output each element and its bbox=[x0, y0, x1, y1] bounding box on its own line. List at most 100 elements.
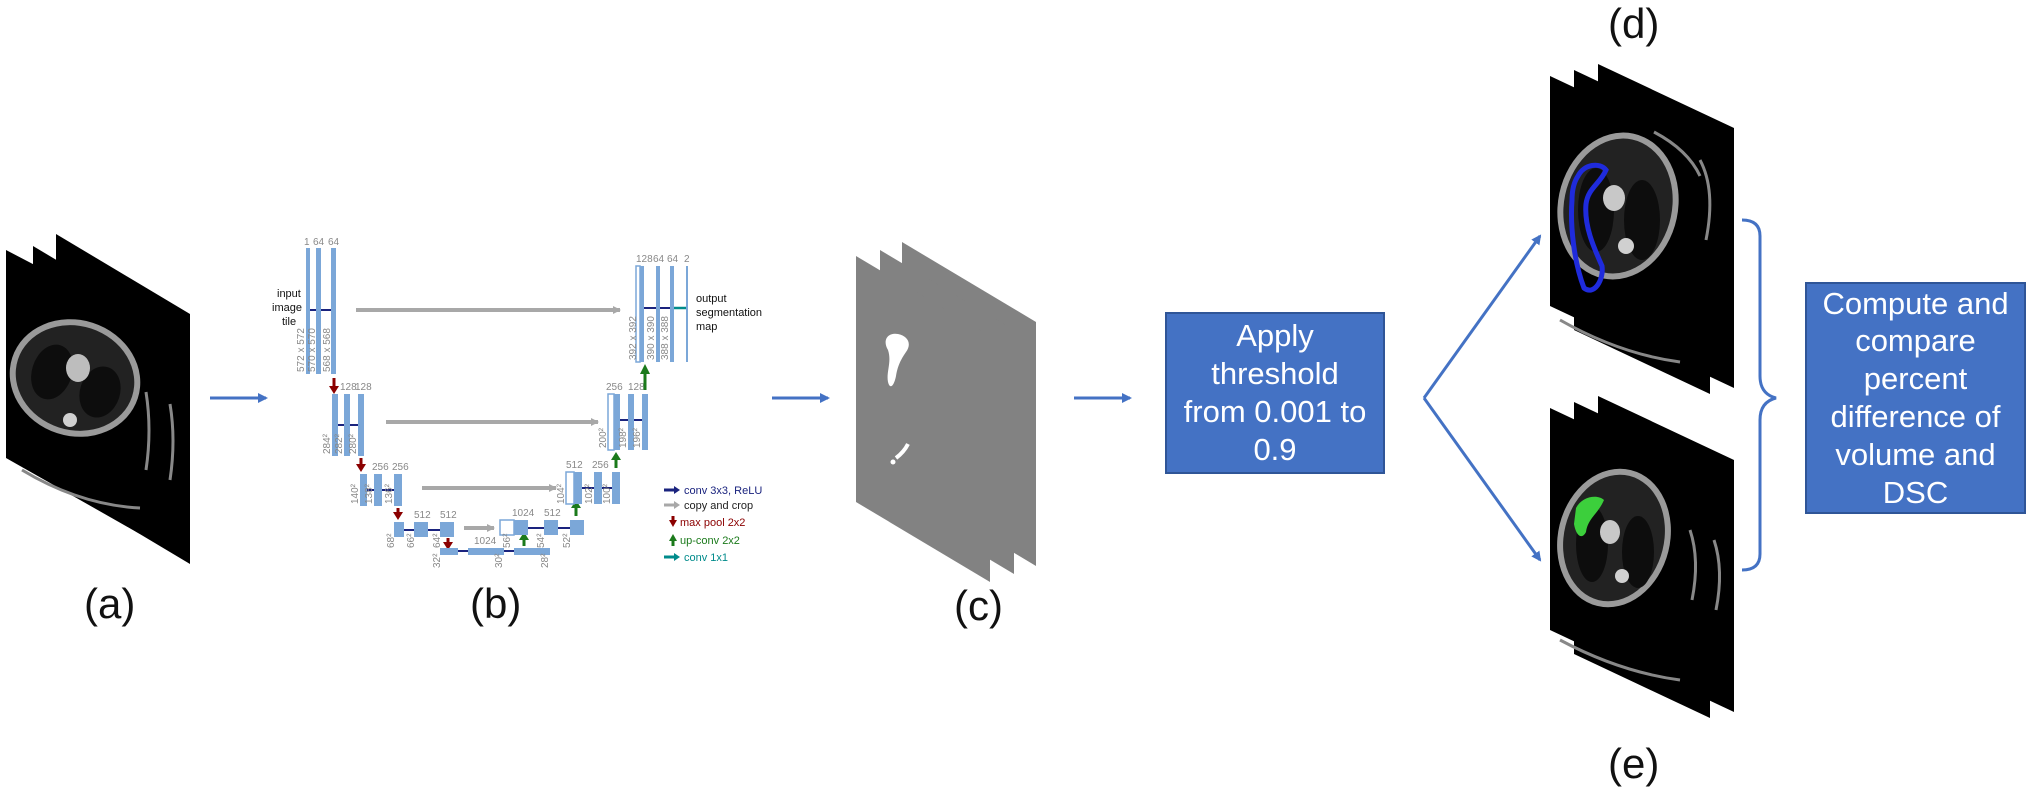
segmentation-stack-d bbox=[1550, 64, 1734, 394]
unet-dec4-bar2 bbox=[544, 520, 558, 535]
unet-size-200: 200² bbox=[598, 427, 609, 448]
unet-size-32: 32² bbox=[432, 553, 443, 568]
unet-ch-256b: 256 bbox=[392, 462, 409, 473]
unet-size-568: 568 x 568 bbox=[322, 328, 333, 372]
label-a: (a) bbox=[84, 580, 136, 627]
unet-ch-1024b: 1024 bbox=[512, 508, 535, 519]
unet-size-30: 30² bbox=[494, 553, 505, 568]
threshold-line-3: from 0.001 to bbox=[1183, 394, 1367, 429]
compute-line-2: compare bbox=[1855, 323, 1976, 359]
unet-ch-128d: 128 bbox=[636, 254, 653, 265]
unet-size-66: 66² bbox=[406, 533, 417, 548]
unet-input-label-1: input bbox=[277, 288, 301, 300]
compute-line-3: percent bbox=[1863, 361, 1968, 397]
unet-dec3-up bbox=[574, 472, 582, 504]
ct-body-a bbox=[9, 319, 141, 510]
legend-copy-label: copy and crop bbox=[684, 500, 753, 512]
unet-size-282: 282² bbox=[334, 433, 345, 454]
unet-size-56: 56² bbox=[502, 533, 513, 548]
legend-item-conv: conv 3x3, ReLU bbox=[664, 485, 762, 497]
unet-enc2-bar1 bbox=[332, 394, 338, 456]
compute-line-1: Compute and bbox=[1822, 285, 2009, 321]
unet-size-196: 196² bbox=[632, 427, 643, 448]
unet-size-388: 388 x 388 bbox=[660, 316, 671, 360]
unet-ch-512b: 512 bbox=[440, 510, 457, 521]
unet-enc3-bar3 bbox=[394, 474, 402, 506]
unet-output-label-3: map bbox=[696, 321, 717, 333]
label-d: (d) bbox=[1608, 0, 1660, 47]
unet-enc4-bar3 bbox=[440, 522, 454, 537]
legend-item-conv1x1: conv 1x1 bbox=[664, 552, 728, 564]
unet-size-140: 140² bbox=[350, 483, 361, 504]
unet-bottleneck-bar1 bbox=[440, 548, 458, 555]
unet-enc2-bar3 bbox=[358, 394, 364, 456]
unet-enc2-bar2 bbox=[344, 394, 350, 456]
unet-ch-128a: 128 bbox=[340, 382, 357, 393]
unet-dec1-bar3 bbox=[670, 266, 674, 362]
unet-diagram: input image tile 1 64 64 572 x 572 570 x… bbox=[272, 237, 762, 568]
unet-size-68: 68² bbox=[386, 533, 397, 548]
unet-size-100: 100² bbox=[602, 483, 613, 504]
compute-line-4: difference of bbox=[1830, 399, 2001, 434]
legend-item-upconv: up-conv 2x2 bbox=[669, 534, 740, 547]
unet-size-392: 392 x 392 bbox=[628, 316, 639, 360]
probability-map-stack bbox=[856, 242, 1036, 582]
compute-line-5: volume and bbox=[1835, 436, 1996, 472]
unet-ch-256a: 256 bbox=[372, 462, 389, 473]
legend-maxpool-label: max pool 2x2 bbox=[680, 517, 745, 529]
compute-line-6: DSC bbox=[1882, 474, 1949, 510]
unet-dec3-copy bbox=[565, 471, 575, 505]
segmentation-stack-e bbox=[1550, 396, 1734, 718]
unet-ch-256c: 256 bbox=[592, 460, 609, 471]
legend-item-maxpool: max pool 2x2 bbox=[669, 516, 745, 529]
unet-ch-64b: 64 bbox=[328, 237, 340, 248]
label-b: (b) bbox=[470, 580, 522, 627]
curly-brace bbox=[1741, 218, 1777, 572]
legend-item-copy: copy and crop bbox=[664, 500, 753, 512]
unet-enc1-bar3 bbox=[331, 248, 336, 374]
unet-enc4-bar1 bbox=[394, 522, 404, 537]
unet-size-280: 280² bbox=[348, 433, 359, 454]
prob-map-blob bbox=[885, 333, 909, 387]
unet-size-136: 136² bbox=[384, 483, 395, 504]
unet-ch-64d: 64 bbox=[667, 254, 679, 265]
unet-bottleneck-bar3 bbox=[514, 548, 550, 555]
unet-enc3-bar2 bbox=[374, 474, 382, 506]
unet-size-570: 570 x 570 bbox=[307, 328, 318, 372]
legend-conv-label: conv 3x3, ReLU bbox=[684, 485, 762, 497]
unet-ch-1: 1 bbox=[304, 237, 310, 248]
unet-enc1-bar1 bbox=[306, 248, 310, 374]
compute-box: Compute and compare percent difference o… bbox=[1805, 282, 2026, 514]
unet-enc4-bar2 bbox=[414, 522, 428, 537]
unet-dec2-bar3 bbox=[642, 394, 648, 450]
threshold-line-2: threshold bbox=[1211, 356, 1339, 392]
label-e: (e) bbox=[1608, 740, 1660, 787]
unet-ch-128c: 128 bbox=[628, 382, 645, 393]
unet-size-54: 54² bbox=[536, 533, 547, 548]
unet-input-label-3: tile bbox=[282, 316, 296, 328]
unet-size-572: 572 x 572 bbox=[296, 328, 307, 372]
unet-dec2-bar2 bbox=[628, 394, 634, 450]
unet-legend: conv 3x3, ReLU copy and crop max pool 2x… bbox=[664, 485, 762, 564]
seg-e-green-region bbox=[1574, 496, 1604, 537]
unet-dec4-bar3 bbox=[570, 520, 584, 535]
unet-dec4-copy bbox=[499, 519, 515, 536]
threshold-box: Apply threshold from 0.001 to 0.9 bbox=[1165, 312, 1385, 474]
unet-ch-512d: 512 bbox=[566, 460, 583, 471]
unet-enc1-bar2 bbox=[316, 248, 321, 374]
arrow-threshold-to-d bbox=[1422, 234, 1542, 399]
unet-size-198: 198² bbox=[618, 427, 629, 448]
unet-size-102: 102² bbox=[584, 483, 595, 504]
threshold-line-4: 0.9 bbox=[1253, 431, 1297, 467]
unet-ch-64a: 64 bbox=[313, 237, 325, 248]
unet-input-label-2: image bbox=[272, 302, 302, 314]
unet-ch-128b: 128 bbox=[355, 382, 372, 393]
unet-size-64: 64² bbox=[432, 533, 443, 548]
ct-stack-a bbox=[6, 234, 190, 564]
unet-dec3-bar2 bbox=[594, 472, 602, 504]
unet-bottleneck-bar2 bbox=[468, 548, 504, 555]
unet-output-label-2: segmentation bbox=[696, 307, 762, 319]
threshold-line-1: Apply bbox=[1236, 318, 1314, 354]
